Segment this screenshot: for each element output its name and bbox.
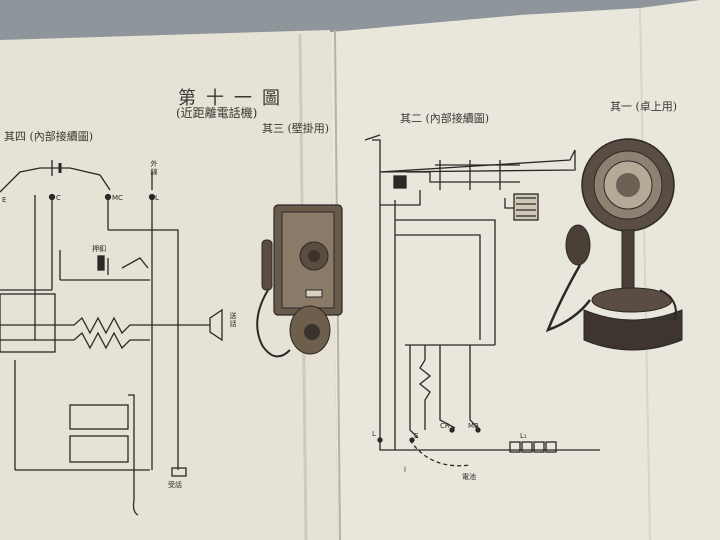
fig1-desk-phone xyxy=(545,138,683,351)
receiver xyxy=(565,224,591,266)
wire xyxy=(469,345,479,429)
label-l: l xyxy=(404,466,406,474)
caption-fig4: 其四 (內部接續圖) xyxy=(4,130,94,143)
label-receiver: 受話 xyxy=(168,481,182,489)
right-page xyxy=(330,0,720,540)
wire xyxy=(379,149,576,173)
figure-title: 第十一圖 xyxy=(178,88,290,109)
coil-core xyxy=(393,175,407,189)
terminal xyxy=(148,193,156,201)
contacts xyxy=(435,160,520,190)
bell-coil xyxy=(69,435,129,463)
label-L1: L₁ xyxy=(520,432,527,440)
wire xyxy=(395,219,496,345)
hook-lever xyxy=(132,470,139,516)
terminal xyxy=(48,193,56,201)
label-MB: MB xyxy=(468,422,479,430)
wire xyxy=(409,345,419,439)
receiver xyxy=(261,239,273,291)
switch xyxy=(121,257,149,269)
terminal xyxy=(171,467,187,477)
hook xyxy=(364,134,381,141)
induction-coil-box xyxy=(0,293,56,353)
battery-cell xyxy=(545,441,557,453)
terminal xyxy=(377,437,383,443)
transmitter-center xyxy=(308,250,320,262)
resistor-coil xyxy=(0,331,150,350)
label-transmitter: 送話 xyxy=(229,312,237,328)
receiver-symbol xyxy=(209,308,223,342)
resistor xyxy=(418,345,432,430)
cord xyxy=(545,264,591,333)
battery-cell xyxy=(521,441,533,453)
terminal xyxy=(409,437,415,443)
wire xyxy=(395,234,481,340)
coil-winding xyxy=(516,197,536,217)
receiver-cord xyxy=(256,289,291,358)
wire xyxy=(59,250,109,280)
label-battery: 電池 xyxy=(462,473,476,481)
wire xyxy=(108,229,179,470)
wire xyxy=(0,167,111,193)
push-button xyxy=(97,255,105,271)
terminal xyxy=(475,427,481,433)
bell-center xyxy=(304,324,320,340)
left-page xyxy=(0,30,338,540)
battery-cell xyxy=(533,441,545,453)
label-C: C xyxy=(56,194,61,202)
caption-fig2: 其二 (內部接續圖) xyxy=(400,112,490,125)
terminal xyxy=(449,427,455,433)
base-top xyxy=(591,287,673,313)
wire xyxy=(379,205,600,451)
fold-crease xyxy=(639,7,651,540)
label-outer-line: 外線 xyxy=(150,160,158,176)
label-E: E xyxy=(2,196,7,204)
resistor-coil xyxy=(0,316,210,335)
figure-subtitle: (近距離電話機) xyxy=(176,106,258,120)
label-CR: CR xyxy=(440,422,450,430)
name-plate xyxy=(305,289,323,298)
fig3-wall-phone xyxy=(256,204,343,358)
label-MC: MC xyxy=(112,194,123,202)
battery-cell xyxy=(509,441,521,453)
cord xyxy=(659,289,677,321)
transmitter-center xyxy=(616,173,640,197)
base xyxy=(583,309,683,351)
caption-fig1: 其一 (卓上用) xyxy=(610,100,678,113)
fig4-circuit xyxy=(0,160,223,516)
label-L2: L xyxy=(372,430,376,438)
label-E2: E xyxy=(414,432,419,440)
fig2-circuit xyxy=(364,134,600,467)
caption-fig3: 其三 (壁掛用) xyxy=(262,122,330,135)
bell-coil xyxy=(69,404,129,430)
wire xyxy=(128,394,135,470)
terminal xyxy=(104,193,112,201)
label-pushbutton: 押釦 xyxy=(92,245,106,253)
wire xyxy=(406,171,520,183)
label-L: L xyxy=(155,194,159,202)
wire xyxy=(439,345,456,429)
